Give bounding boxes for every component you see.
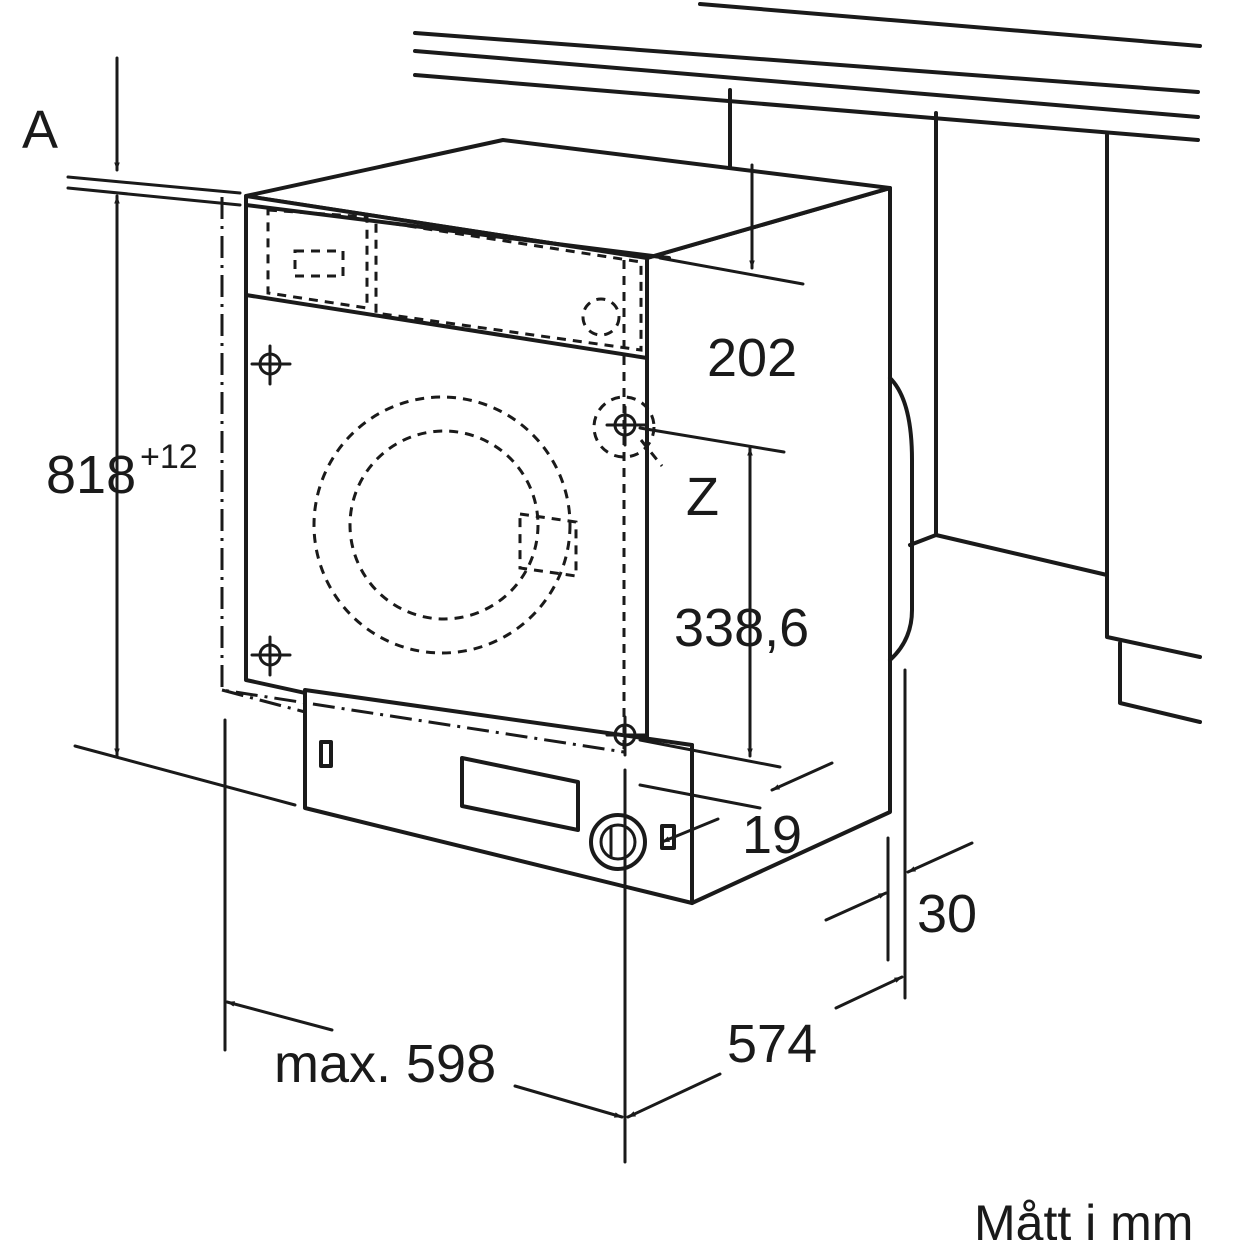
units-note: Mått i mm [974, 1195, 1193, 1240]
hinge-marker-icon [250, 635, 292, 677]
mounting-points [250, 344, 647, 757]
plinth-clip-icon [319, 740, 333, 768]
hinge-marker-icon [605, 715, 647, 757]
label-depth: 574 [727, 1014, 817, 1074]
washing-machine [244, 138, 914, 905]
hinge-marker-icon [250, 344, 292, 386]
service-flap [460, 756, 580, 832]
hidden-outlines [220, 197, 664, 754]
dimension-lines [66, 56, 974, 1164]
dimension-labels: A 818 +12 202 Z 338,6 19 30 max. 598 574… [22, 100, 1193, 1240]
label-a: A [22, 100, 58, 160]
label-z: Z [686, 467, 719, 527]
label-height: 818 [46, 445, 136, 505]
label-gap: 30 [917, 884, 977, 944]
hinge-marker-icon [605, 405, 647, 447]
label-width: max. 598 [274, 1034, 496, 1094]
label-hinge-spacing: 338,6 [674, 598, 809, 658]
label-height-tolerance: +12 [140, 438, 198, 476]
cabinet-niche [413, 2, 1202, 724]
label-panel-depth: 202 [707, 328, 797, 388]
label-door-offset: 19 [742, 805, 802, 865]
